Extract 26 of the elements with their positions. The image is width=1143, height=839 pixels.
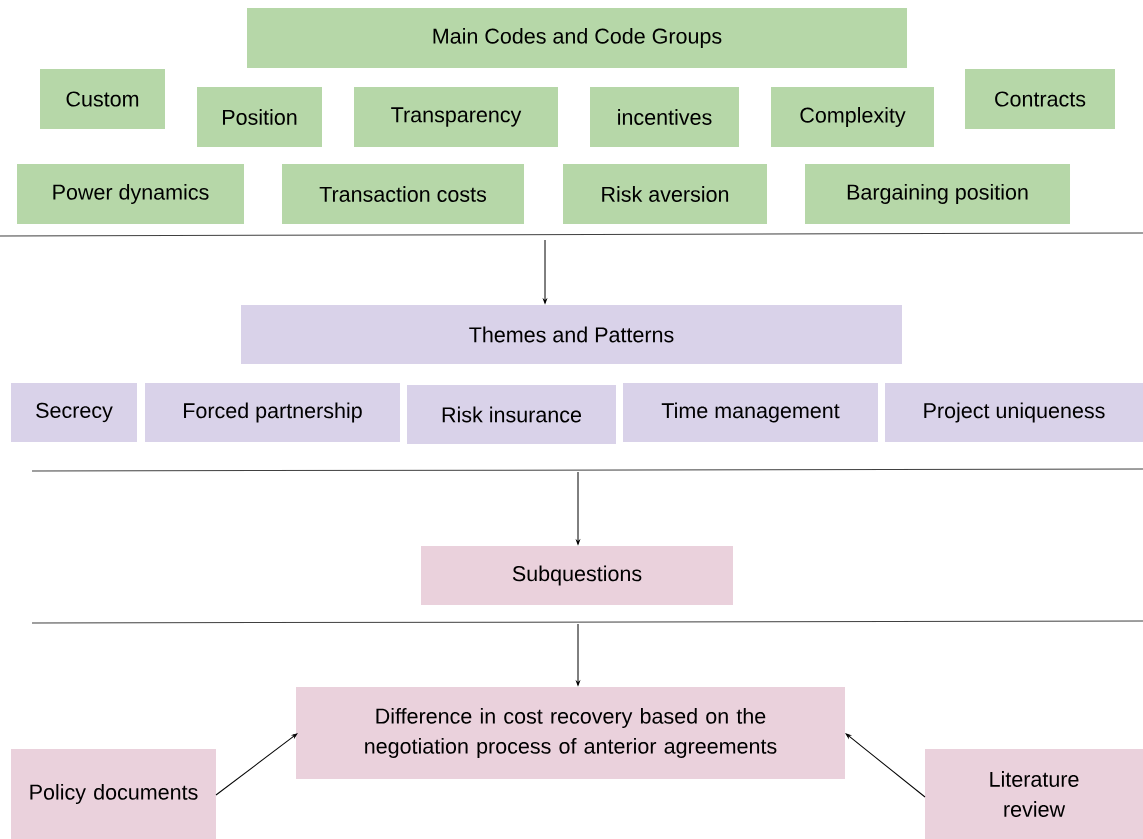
code-box: Main Codes and Code Groups bbox=[247, 8, 907, 68]
question-box: Literature review bbox=[925, 749, 1143, 839]
code-box: Risk aversion bbox=[563, 164, 767, 224]
theme-box: Time management bbox=[623, 383, 878, 442]
code-box: Transaction costs bbox=[282, 164, 524, 224]
code-box: Bargaining position bbox=[805, 164, 1070, 224]
theme-box: Project uniqueness bbox=[885, 383, 1143, 442]
code-box: Transparency bbox=[354, 87, 558, 147]
code-box: Power dynamics bbox=[17, 164, 244, 224]
arrow bbox=[576, 623, 580, 686]
code-box: Contracts bbox=[965, 69, 1115, 129]
code-box: Position bbox=[197, 87, 322, 147]
arrow bbox=[845, 733, 926, 798]
code-box: incentives bbox=[590, 87, 739, 147]
theme-box: Themes and Patterns bbox=[241, 305, 902, 364]
theme-box: Forced partnership bbox=[145, 383, 400, 442]
question-box: Subquestions bbox=[421, 546, 733, 605]
code-box: Complexity bbox=[771, 87, 934, 147]
theme-box: Risk insurance bbox=[407, 385, 616, 444]
code-box: Custom bbox=[40, 69, 165, 129]
theme-box: Secrecy bbox=[11, 383, 137, 442]
arrow bbox=[543, 239, 547, 304]
arrow bbox=[576, 471, 580, 545]
question-box: Policy documents bbox=[11, 749, 216, 839]
arrow bbox=[215, 733, 298, 796]
question-box: Difference in cost recovery based on the negotiation process of anterior agreements bbox=[296, 687, 845, 779]
